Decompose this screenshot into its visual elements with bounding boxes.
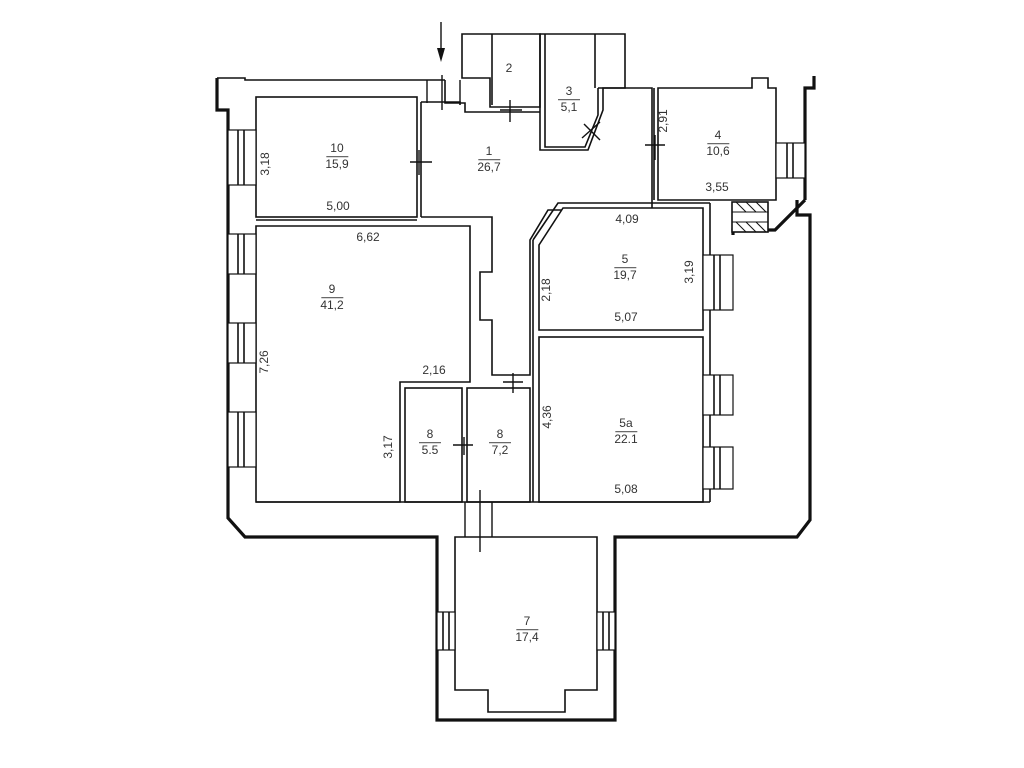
dim-room8-height: 3,17 (381, 435, 396, 459)
dim-room5-right: 3,19 (682, 260, 697, 284)
room-label-8-right: 8 7,2 (489, 427, 511, 458)
dim-room5a-left: 4,36 (540, 405, 555, 429)
room-label-8-left: 8 5.5 (419, 427, 441, 458)
dim-room9-top: 6,62 (356, 230, 380, 245)
dim-room9-left: 7,26 (257, 350, 272, 374)
room-5a (538, 336, 704, 503)
windows-left (227, 129, 257, 468)
room-label-4: 4 10,6 (706, 128, 730, 158)
dim-room5-bottom: 5,07 (614, 310, 638, 325)
dim-room4-height: 2,91 (656, 109, 671, 133)
down-arrow-icon (437, 22, 445, 62)
room-label-7: 7 17,4 (515, 614, 539, 644)
room-label-9: 9 41,2 (320, 282, 344, 312)
outer-wall-right (803, 76, 816, 200)
dim-room10-width: 5,00 (326, 199, 350, 214)
room-label-1: 1 26,7 (477, 144, 501, 174)
dim-room5a-bottom: 5,08 (614, 482, 638, 497)
dim-room5-top: 4,09 (615, 212, 639, 227)
room-7 (454, 536, 598, 713)
windows-right (702, 142, 806, 490)
room-label-3: 3 5,1 (558, 84, 580, 115)
room-label-5: 5 19,7 (613, 252, 637, 282)
dim-room4-width: 3,55 (705, 180, 729, 195)
room-label-5a: 5a 22.1 (614, 416, 638, 446)
room-3-outline (539, 33, 626, 151)
dim-room5-left: 2,18 (539, 278, 554, 302)
room-8-left (404, 387, 463, 503)
room-label-2: 2 (505, 61, 513, 76)
dim-room9-notch: 2,16 (422, 363, 446, 378)
room-4 (657, 77, 777, 201)
room-10 (255, 96, 418, 218)
room-label-10: 10 15,9 (325, 141, 349, 171)
door-markers (410, 75, 665, 552)
dim-room10-height: 3,18 (258, 152, 273, 176)
